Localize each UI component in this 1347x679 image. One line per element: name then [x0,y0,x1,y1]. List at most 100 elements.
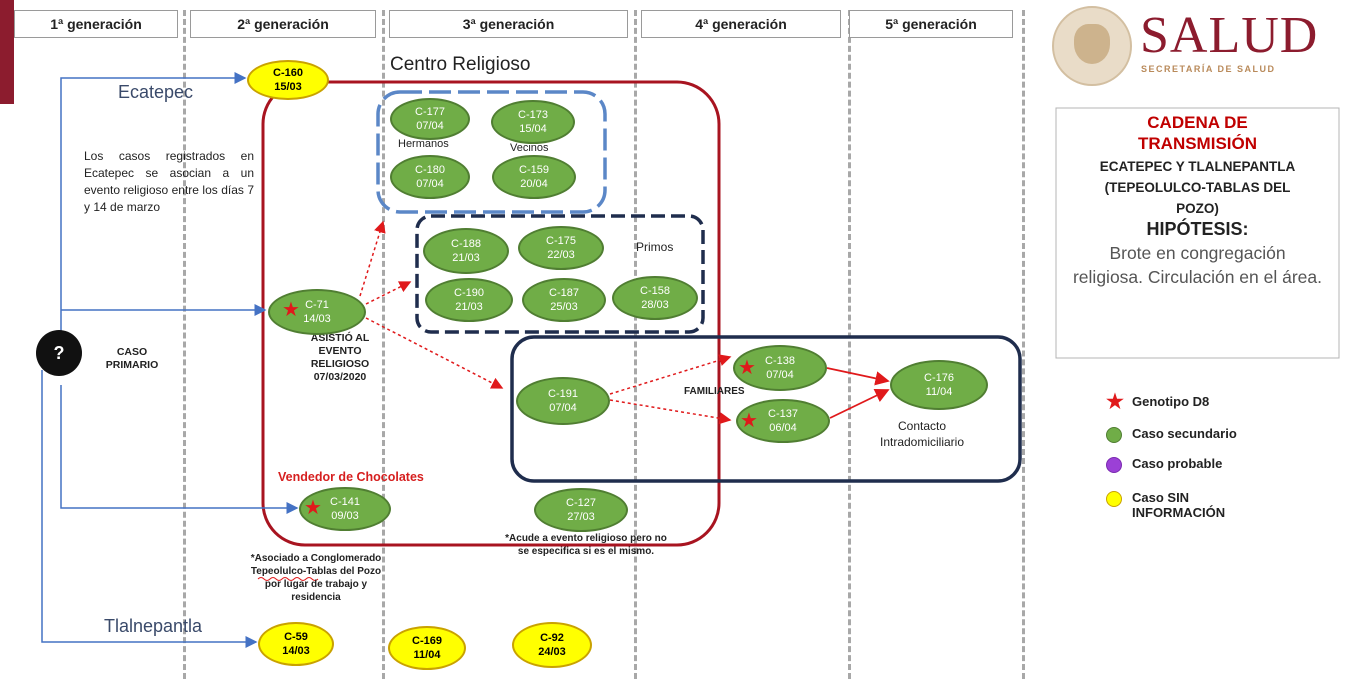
case-id: C-71 [305,299,329,311]
info-region: ECATEPEC Y TLALNEPANTLA (TEPEOLULCO-TABL… [1099,159,1296,216]
case-date: 25/03 [550,301,578,313]
case-node: C-92 24/03 [512,622,592,668]
circle-icon [1106,427,1122,443]
separator-line [183,10,186,679]
contacto-label: Contacto Intradomiciliario [879,419,965,449]
generation-header-2: 2ª generación [190,10,376,38]
separator-line [382,10,385,679]
case-date: 06/04 [769,422,797,434]
info-hypothesis-text: Brote en congregación religiosa. Circula… [1072,243,1323,287]
question-mark-icon: ? [53,342,65,363]
legend-item: Caso secundario [1106,426,1237,443]
case-date: 21/03 [452,252,480,264]
legend-label: Genotipo D8 [1132,394,1210,409]
generation-header-4: 4ª generación [641,10,841,38]
case-date: 21/03 [455,301,483,313]
separator-line [848,10,851,679]
familiares-label: FAMILIARES [684,386,745,397]
case-node: C-175 22/03 [518,226,604,270]
legend-label: Caso secundario [1132,426,1237,441]
vecinos-label: Vecinos [510,142,549,154]
case-date: 15/04 [519,123,547,135]
case-node: C-127 27/03 [534,488,628,532]
case-id: C-173 [518,109,548,121]
case-id: C-175 [546,235,576,247]
case-node: C-71 14/03 [268,289,366,335]
case-date: 07/04 [766,369,794,381]
logo-wordmark: SALUD [1140,7,1319,64]
case-node: C-141 09/03 [299,487,391,531]
case-id: C-138 [765,355,795,367]
accent-bar [0,0,14,104]
case-date: 07/04 [549,402,577,414]
generation-header-5: 5ª generación [849,10,1013,38]
case-date: 09/03 [331,510,359,522]
case-date: 20/04 [520,178,548,190]
case-id: C-127 [566,497,596,509]
genotype-star-icon: ★ [304,497,322,519]
hermanos-vecinos-box [376,90,607,214]
primary-case-node: ? [36,330,82,376]
link-c138-c176 [826,367,890,386]
logo-subtitle: SECRETARÍA DE SALUD [1141,64,1276,74]
case-id: C-191 [548,388,578,400]
case-node: C-188 21/03 [423,228,509,274]
generation-header-3: 3ª generación [389,10,628,38]
primary-case-label: CASO PRIMARIO [105,346,159,371]
eagle-icon [1074,24,1110,64]
case-node: C-138 07/04 [733,345,827,391]
circle-icon [1106,491,1122,507]
case-node: C-176 11/04 [890,360,988,410]
case-date: 14/03 [303,313,331,325]
place-ecatepec: Ecatepec [118,82,194,102]
case-node: C-180 07/04 [390,155,470,199]
case-node: C-137 06/04 [736,399,830,443]
case-date: 11/04 [925,386,953,398]
link-c137-c176 [829,388,890,419]
case-id: C-188 [451,238,481,250]
link-c191-c137 [609,399,732,425]
case-node: C-177 07/04 [390,98,470,140]
hermanos-label: Hermanos [398,138,449,150]
legend-label: Caso probable [1132,456,1223,471]
case-date: 22/03 [547,249,575,261]
case-date: 28/03 [641,299,669,311]
case-date: 07/04 [416,120,444,132]
separator-line [634,10,637,679]
case-id: C-159 [519,164,549,176]
case-node: C-187 25/03 [522,278,606,322]
case-date: 15/03 [274,81,302,93]
government-seal [1052,6,1132,86]
connector-tlalnepantla [41,370,258,648]
case-date: 14/03 [282,645,310,657]
case-id: C-158 [640,285,670,297]
case-id: C-176 [924,372,954,384]
info-hypothesis-label: HIPÓTESIS: [1146,219,1249,239]
spell-squiggle [257,577,319,581]
case-node: C-158 28/03 [612,276,698,320]
case-node: C-173 15/04 [491,100,575,144]
case-node: C-190 21/03 [425,278,513,322]
circle-icon [1106,457,1122,473]
connector-ecatepec [60,72,247,349]
case-id: C-180 [415,164,445,176]
case-id: C-141 [330,496,360,508]
link-c71-hermanos [359,220,386,297]
case-id: C-187 [549,287,579,299]
genotype-star-icon: ★ [282,299,300,321]
note-c141: *Asociado a Conglomerado Tepeolulco-Tabl… [250,553,382,603]
info-heading: CADENA DE TRANSMISIÓN [1138,113,1257,153]
case-id: C-160 [273,67,303,79]
primos-box [415,214,705,334]
case-id: C-177 [415,106,445,118]
star-icon: ★ [1106,391,1124,413]
familiares-box [510,335,1022,483]
case-date: 24/03 [538,646,566,658]
genotype-star-icon: ★ [740,410,758,432]
case-node: C-159 20/04 [492,155,576,199]
centro-religioso-label: Centro Religioso [390,54,531,75]
genotype-star-icon: ★ [738,357,756,379]
primos-label: Primos [636,240,674,254]
info-box-border [1055,107,1340,359]
